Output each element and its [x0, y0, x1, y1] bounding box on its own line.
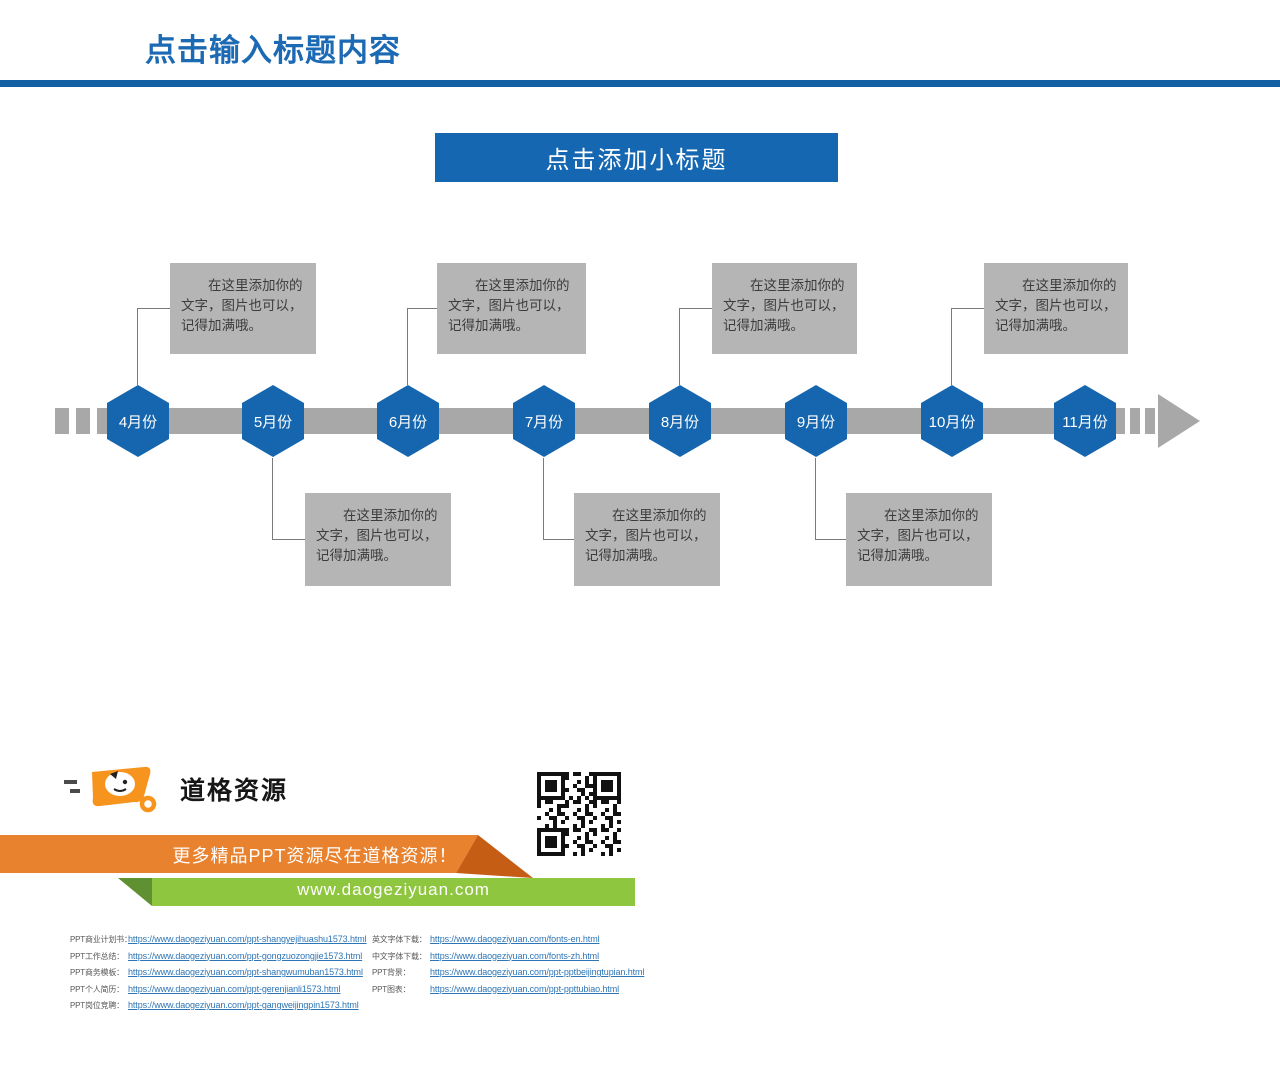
- link-row: PPT商业计划书： https://www.daogeziyuan.com/pp…: [70, 934, 367, 944]
- link-label: PPT商业计划书：: [70, 935, 132, 944]
- connector-line: [679, 308, 712, 309]
- hexagon-month-9: 9月份: [785, 385, 847, 457]
- connector-line: [137, 308, 138, 385]
- connector-line: [679, 308, 680, 385]
- note-box[interactable]: 在这里添加你的文字，图片也可以，记得加满哦。: [846, 493, 992, 586]
- note-box[interactable]: 在这里添加你的文字，图片也可以，记得加满哦。: [170, 263, 316, 354]
- link-url[interactable]: https://www.daogeziyuan.com/ppt-shangwum…: [128, 967, 363, 977]
- connector-line: [407, 308, 408, 385]
- month-label: 7月份: [524, 413, 564, 431]
- month-label: 4月份: [118, 413, 158, 431]
- link-label: PPT背景：: [372, 968, 411, 977]
- link-url[interactable]: https://www.daogeziyuan.com/ppt-shangyej…: [128, 934, 367, 944]
- month-label: 10月份: [928, 413, 976, 431]
- connector-line: [272, 539, 305, 540]
- link-url[interactable]: https://www.daogeziyuan.com/ppt-gangweij…: [128, 1000, 359, 1010]
- month-label: 6月份: [388, 413, 428, 431]
- logo-text: 道格资源: [180, 777, 289, 805]
- connector-line: [815, 458, 816, 540]
- link-label: PPT工作总结：: [70, 951, 124, 961]
- link-row: PPT个人简历： https://www.daogeziyuan.com/ppt…: [70, 984, 367, 994]
- dog-logo-icon: [64, 766, 157, 813]
- month-label: 9月份: [796, 413, 836, 431]
- note-box[interactable]: 在这里添加你的文字，图片也可以，记得加满哦。: [437, 263, 586, 354]
- orange-ribbon: [0, 835, 478, 873]
- month-label: 5月份: [253, 413, 293, 431]
- connector-line: [137, 308, 170, 309]
- connector-line: [543, 539, 574, 540]
- note-box[interactable]: 在这里添加你的文字，图片也可以，记得加满哦。: [574, 493, 720, 586]
- connector-line: [951, 308, 952, 385]
- month-label: 11月份: [1062, 413, 1108, 431]
- link-label: PPT图表：: [372, 984, 411, 994]
- links-column-right: 英文字体下载： https://www.daogeziyuan.com/font…: [372, 934, 644, 1000]
- orange-ribbon-fold: [456, 835, 533, 878]
- link-row: 英文字体下载： https://www.daogeziyuan.com/font…: [372, 934, 644, 944]
- link-url[interactable]: https://www.daogeziyuan.com/ppt-pptbeiji…: [430, 967, 645, 977]
- title-divider: [0, 80, 1280, 87]
- connector-line: [815, 539, 846, 540]
- link-row: PPT商务模板： https://www.daogeziyuan.com/ppt…: [70, 967, 367, 977]
- link-row: 中文字体下载： https://www.daogeziyuan.com/font…: [372, 951, 644, 961]
- link-row: PPT背景： https://www.daogeziyuan.com/ppt-p…: [372, 967, 644, 977]
- timeline-dash: [1130, 408, 1140, 434]
- hexagon-month-11: 11月份: [1054, 385, 1116, 457]
- connector-line: [407, 308, 437, 309]
- link-row: PPT工作总结： https://www.daogeziyuan.com/ppt…: [70, 951, 367, 961]
- link-url[interactable]: https://www.daogeziyuan.com/ppt-ppttubia…: [430, 983, 620, 994]
- green-ribbon: [152, 878, 635, 906]
- connector-line: [951, 308, 984, 309]
- links-column-left: PPT商业计划书： https://www.daogeziyuan.com/pp…: [70, 934, 367, 1017]
- timeline-arrow-icon: [1158, 394, 1200, 448]
- link-label: PPT岗位竞聘：: [70, 1001, 124, 1010]
- hexagon-month-10: 10月份: [921, 385, 983, 457]
- link-url[interactable]: https://www.daogeziyuan.com/fonts-zh.htm…: [430, 950, 599, 961]
- subtitle-box[interactable]: 点击添加小标题: [435, 133, 838, 182]
- month-label: 8月份: [660, 413, 700, 431]
- note-box[interactable]: 在这里添加你的文字，图片也可以，记得加满哦。: [984, 263, 1128, 354]
- link-url[interactable]: https://www.daogeziyuan.com/ppt-gerenjia…: [128, 983, 341, 994]
- link-row: PPT岗位竞聘： https://www.daogeziyuan.com/ppt…: [70, 1000, 367, 1010]
- green-ribbon-fold: [118, 878, 152, 906]
- link-url[interactable]: https://www.daogeziyuan.com/fonts-en.htm…: [430, 934, 600, 944]
- connector-line: [272, 458, 273, 540]
- qr-code: [537, 772, 621, 856]
- link-label: PPT商务模板：: [70, 968, 124, 977]
- timeline-dash: [76, 408, 90, 434]
- link-row: PPT图表： https://www.daogeziyuan.com/ppt-p…: [372, 984, 644, 994]
- orange-banner-text: 更多精品PPT资源尽在道格资源！: [172, 846, 458, 866]
- timeline-dash: [1145, 408, 1155, 434]
- page-title[interactable]: 点击输入标题内容: [145, 33, 401, 68]
- hexagon-month-6: 6月份: [377, 385, 439, 457]
- footer-ribbons: [0, 835, 635, 906]
- link-label: 中文字体下载：: [372, 951, 427, 961]
- timeline-dash: [55, 408, 69, 434]
- connector-line: [543, 458, 544, 540]
- green-banner-text: www.daogeziyuan.com: [297, 880, 490, 899]
- link-label: 英文字体下载：: [372, 935, 427, 944]
- note-box[interactable]: 在这里添加你的文字，图片也可以，记得加满哦。: [712, 263, 857, 354]
- link-label: PPT个人简历：: [70, 984, 124, 994]
- hexagon-month-7: 7月份: [513, 385, 575, 457]
- hexagon-month-8: 8月份: [649, 385, 711, 457]
- link-url[interactable]: https://www.daogeziyuan.com/ppt-gongzuoz…: [128, 950, 363, 961]
- hexagon-month-5: 5月份: [242, 385, 304, 457]
- hexagon-month-4: 4月份: [107, 385, 169, 457]
- note-box[interactable]: 在这里添加你的文字，图片也可以，记得加满哦。: [305, 493, 451, 586]
